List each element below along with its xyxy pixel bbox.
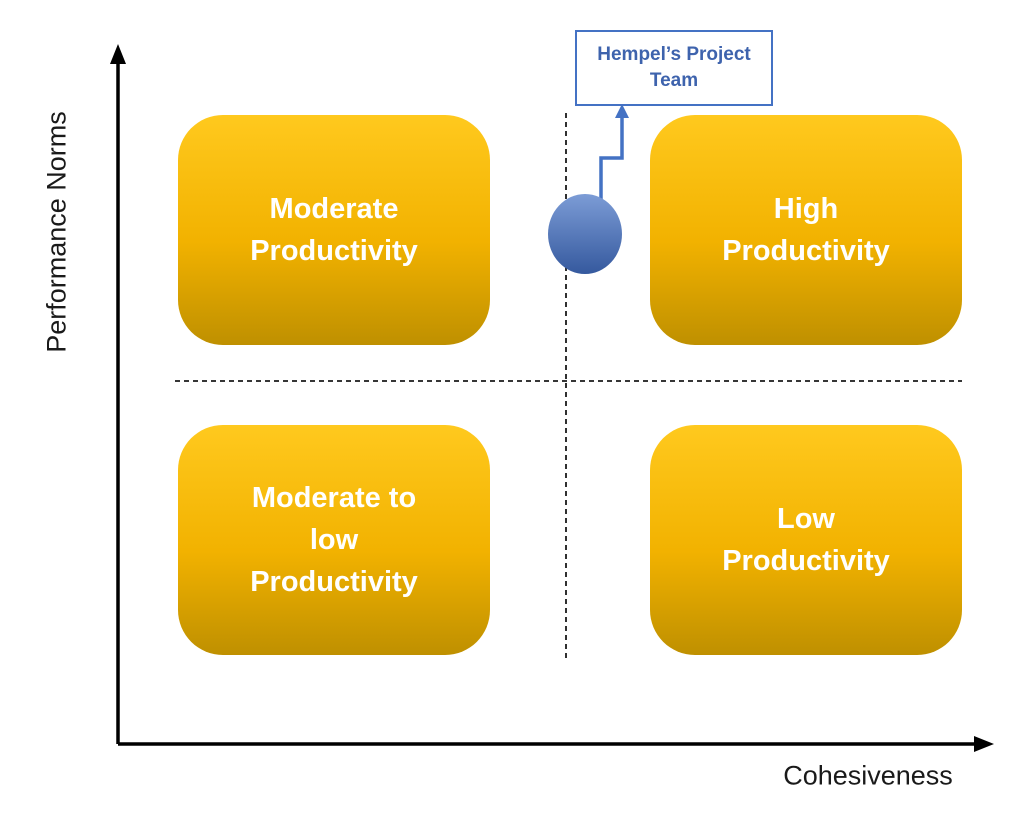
quadrant-bottom-right: Low Productivity (650, 425, 962, 655)
quadrant-top-right-label: High Productivity (722, 192, 890, 267)
connector-arrowhead (615, 104, 629, 118)
x-axis-label: Cohesiveness (783, 760, 953, 791)
y-axis-arrowhead (110, 44, 126, 64)
quadrant-bottom-right-label: Low Productivity (722, 502, 890, 577)
callout-hempels-project-team: Hempel’s Project Team (575, 30, 773, 106)
quadrant-bottom-left-label: Moderate to low Productivity (250, 481, 418, 599)
connector-arrow-line (599, 114, 624, 200)
quadrant-top-left-label: Moderate Productivity (250, 192, 418, 267)
quadrant-top-right: High Productivity (650, 115, 962, 345)
team-position-marker (548, 194, 622, 274)
callout-label: Hempel’s Project Team (597, 44, 751, 91)
y-axis-label: Performance Norms (41, 111, 72, 353)
quadrant-bottom-left: Moderate to low Productivity (178, 425, 490, 655)
x-axis-arrowhead (974, 736, 994, 752)
quadrant-top-left: Moderate Productivity (178, 115, 490, 345)
